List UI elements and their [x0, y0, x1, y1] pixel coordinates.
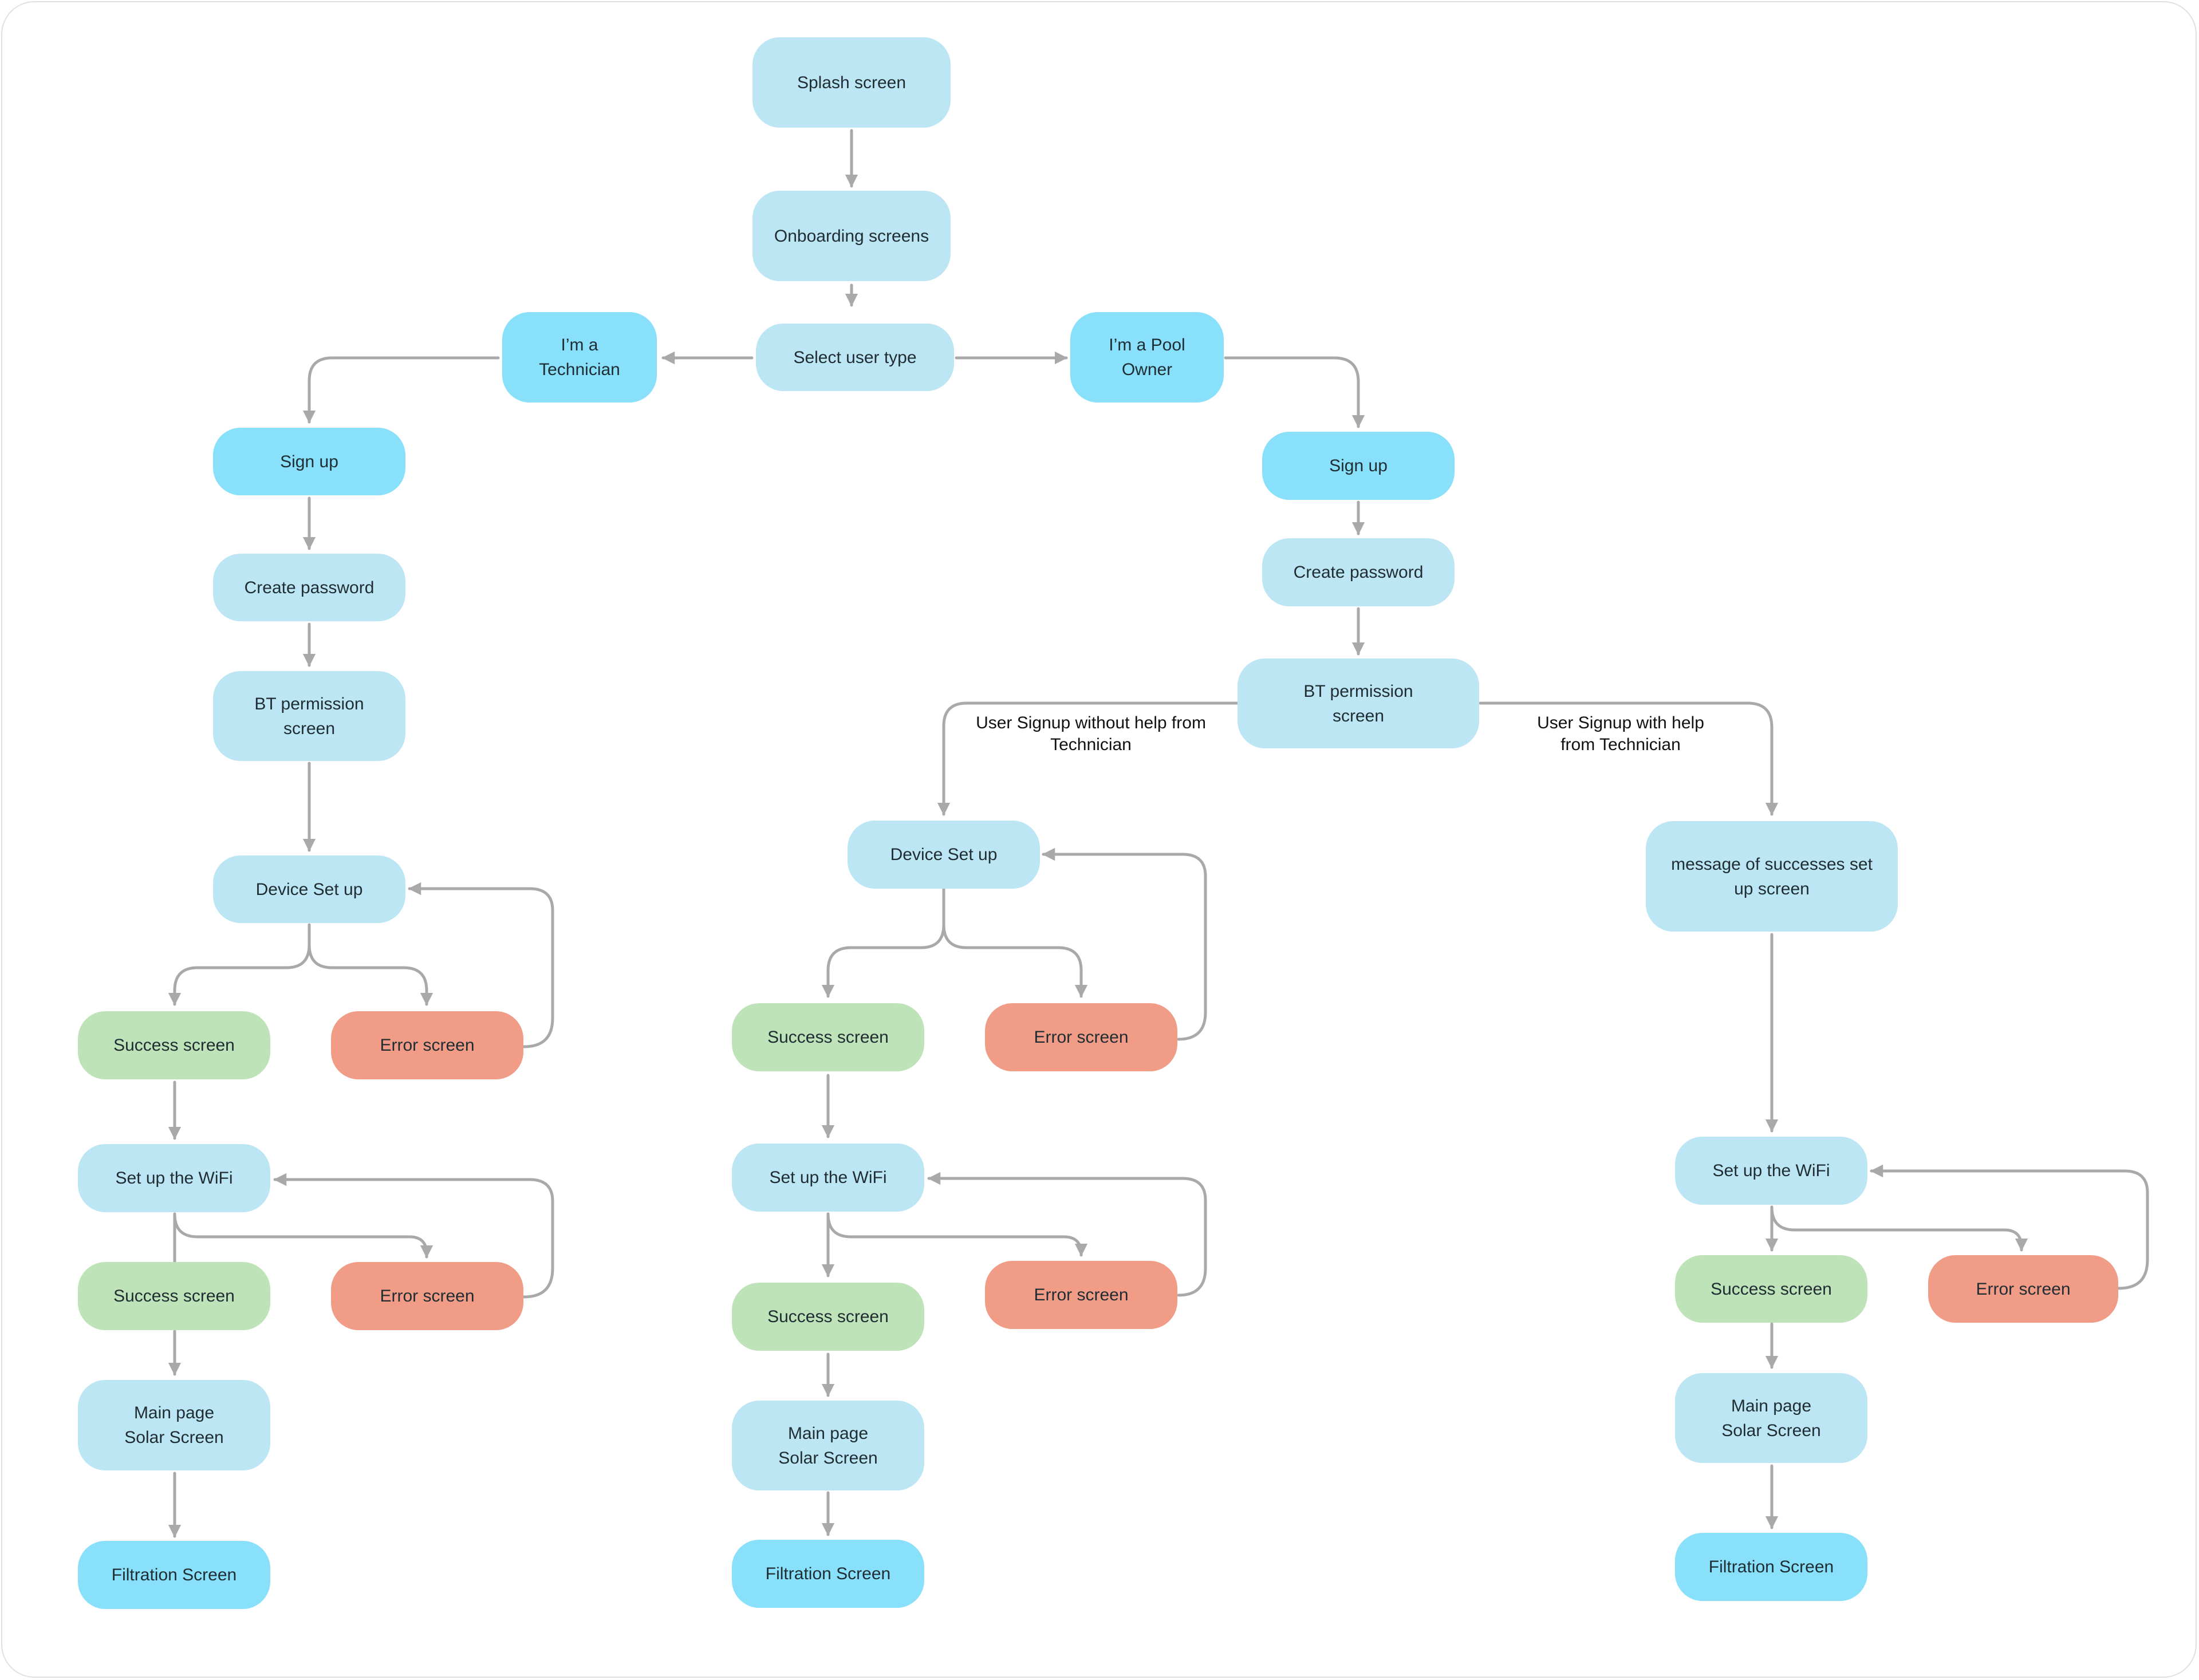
edge-owner-device-to-success [821, 887, 945, 998]
edge-tech-wifi-to-error [173, 1212, 434, 1259]
node-owner-main-solar: Main page Solar Screen [732, 1401, 924, 1490]
node-owner-wifi-success: Success screen [732, 1283, 924, 1351]
node-tech-setup-wifi: Set up the WiFi [78, 1144, 270, 1212]
node-helped-wifi-success: Success screen [1675, 1255, 1867, 1323]
node-tech-create-password: Create password [213, 554, 405, 621]
node-tech-wifi-success: Success screen [78, 1262, 270, 1330]
node-helped-wifi-error: Error screen [1928, 1255, 2118, 1323]
node-tech-bt-permission: BT permission screen [213, 671, 405, 761]
node-tech-filtration: Filtration Screen [78, 1541, 270, 1609]
node-im-a-technician: I’m a Technician [502, 312, 657, 403]
edge-bt-to-owner-device [937, 701, 1239, 816]
node-helped-filtration: Filtration Screen [1675, 1533, 1867, 1601]
edge-owner-wifi-to-error [826, 1212, 1088, 1257]
edge-owner-error-loop-device [1042, 847, 1207, 1041]
edge-helped-wifi-to-error [1770, 1205, 2028, 1252]
edge-tech-error-loop-device [408, 882, 554, 1048]
edge-owner-error-loop-wifi [927, 1172, 1207, 1297]
node-im-a-pool-owner: I’m a Pool Owner [1070, 312, 1224, 403]
node-tech-device-success: Success screen [78, 1011, 270, 1079]
node-owner-setup-wifi: Set up the WiFi [732, 1143, 924, 1212]
edge-tech-device-to-success [168, 923, 311, 1006]
label-signup-with-technician: User Signup with help from Technician [1537, 713, 1704, 754]
node-owner-filtration: Filtration Screen [732, 1540, 924, 1608]
node-select-user-type: Select user type [756, 324, 954, 391]
node-owner-create-password: Create password [1262, 538, 1455, 606]
node-helped-main-solar: Main page Solar Screen [1675, 1373, 1867, 1463]
edge-tech-error-loop-wifi [273, 1173, 554, 1299]
node-tech-sign-up: Sign up [213, 428, 405, 495]
node-splash-screen: Splash screen [752, 37, 951, 128]
node-owner-device-setup: Device Set up [848, 821, 1040, 889]
edge-bt-to-helped-message [1479, 701, 1779, 816]
edge-helped-error-loop-wifi [1870, 1164, 2149, 1290]
node-tech-device-setup: Device Set up [213, 855, 405, 923]
edge-owner-device-to-error [942, 923, 1088, 998]
node-owner-wifi-error: Error screen [985, 1261, 1177, 1329]
node-owner-device-success: Success screen [732, 1003, 924, 1071]
node-onboarding-screens: Onboarding screens [752, 191, 951, 281]
label-signup-without-technician: User Signup without help from Technician [976, 713, 1206, 754]
edge-owner-to-signup [1224, 356, 1365, 428]
node-owner-bt-permission: BT permission screen [1238, 658, 1479, 748]
node-owner-sign-up: Sign up [1262, 432, 1455, 500]
node-tech-main-solar: Main page Solar Screen [78, 1380, 270, 1470]
edge-tech-device-to-error [308, 943, 434, 1006]
node-owner-device-error: Error screen [985, 1003, 1177, 1071]
node-tech-wifi-error: Error screen [331, 1262, 523, 1330]
node-helped-setup-wifi: Set up the WiFi [1675, 1137, 1867, 1205]
node-helped-success-message: message of successes set up screen [1646, 821, 1898, 932]
node-tech-device-error: Error screen [331, 1011, 523, 1079]
edge-technician-to-signup [302, 356, 500, 424]
